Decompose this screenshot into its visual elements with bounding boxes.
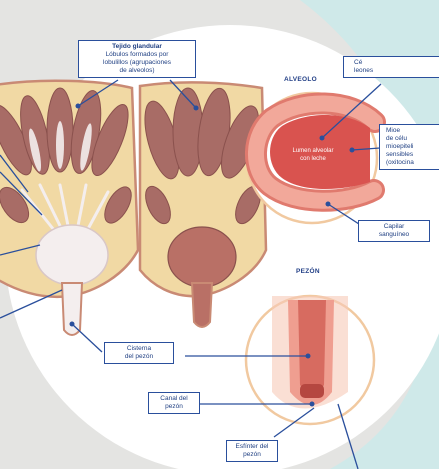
label-tejido-title: Tejido glandular — [82, 43, 192, 51]
left-nipple — [62, 283, 82, 335]
label-capilar-line-2: sanguíneo — [362, 231, 426, 239]
milk-cistern-left — [36, 225, 108, 285]
alveolo-heading: ALVEOLO — [284, 76, 317, 83]
label-tejido-glandular: Tejido glandular Lóbulos formados por lo… — [78, 40, 196, 78]
right-nipple — [192, 283, 212, 327]
label-top-right-line-1: Cé — [354, 59, 439, 67]
milk-cistern-right — [168, 227, 236, 287]
label-mioepitelio-line-2: de célu — [386, 135, 439, 143]
label-esfinter-line-1: Esfínter del — [230, 443, 274, 451]
label-top-right-partial: Cé leones — [343, 56, 439, 78]
label-esfinter-del-pezon: Esfínter del pezón — [226, 440, 278, 462]
label-lumen-alveolar: Lumen alveolar con leche — [280, 148, 346, 163]
nipple-sphincter — [300, 384, 324, 398]
label-cisterna-line-2: del pezón — [108, 353, 170, 361]
label-capilar-sanguineo: Capilar sanguíneo — [358, 220, 430, 242]
label-canal-line-2: pezón — [152, 403, 196, 411]
label-mioepitelio-line-5: (oxitocina — [386, 159, 439, 167]
label-lumen-line-1: Lumen alveolar — [280, 148, 346, 156]
label-tejido-line-2: lobulillos (agrupaciones — [82, 59, 192, 67]
label-cisterna-line-1: Cisterna — [108, 345, 170, 353]
label-tejido-line-3: de alveolos) — [82, 67, 192, 75]
label-mioepitelio-line-1: Mioe — [386, 127, 439, 135]
label-top-right-line-2: leones — [354, 67, 439, 75]
label-mioepitelio-line-4: sensibles — [386, 151, 439, 159]
pezon-heading: PEZÓN — [296, 268, 320, 275]
label-cisterna-del-pezon: Cisterna del pezón — [104, 342, 174, 364]
label-tejido-line-1: Lóbulos formados por — [82, 51, 192, 59]
label-esfinter-line-2: pezón — [230, 451, 274, 459]
label-mioepitelio-partial: Mioe de célu mioepiteli sensibles (oxito… — [379, 124, 439, 170]
label-mioepitelio-line-3: mioepiteli — [386, 143, 439, 151]
label-canal-del-pezon: Canal del pezón — [148, 392, 200, 414]
label-canal-line-1: Canal del — [152, 395, 196, 403]
label-capilar-line-1: Capilar — [362, 223, 426, 231]
label-lumen-line-2: con leche — [280, 156, 346, 164]
